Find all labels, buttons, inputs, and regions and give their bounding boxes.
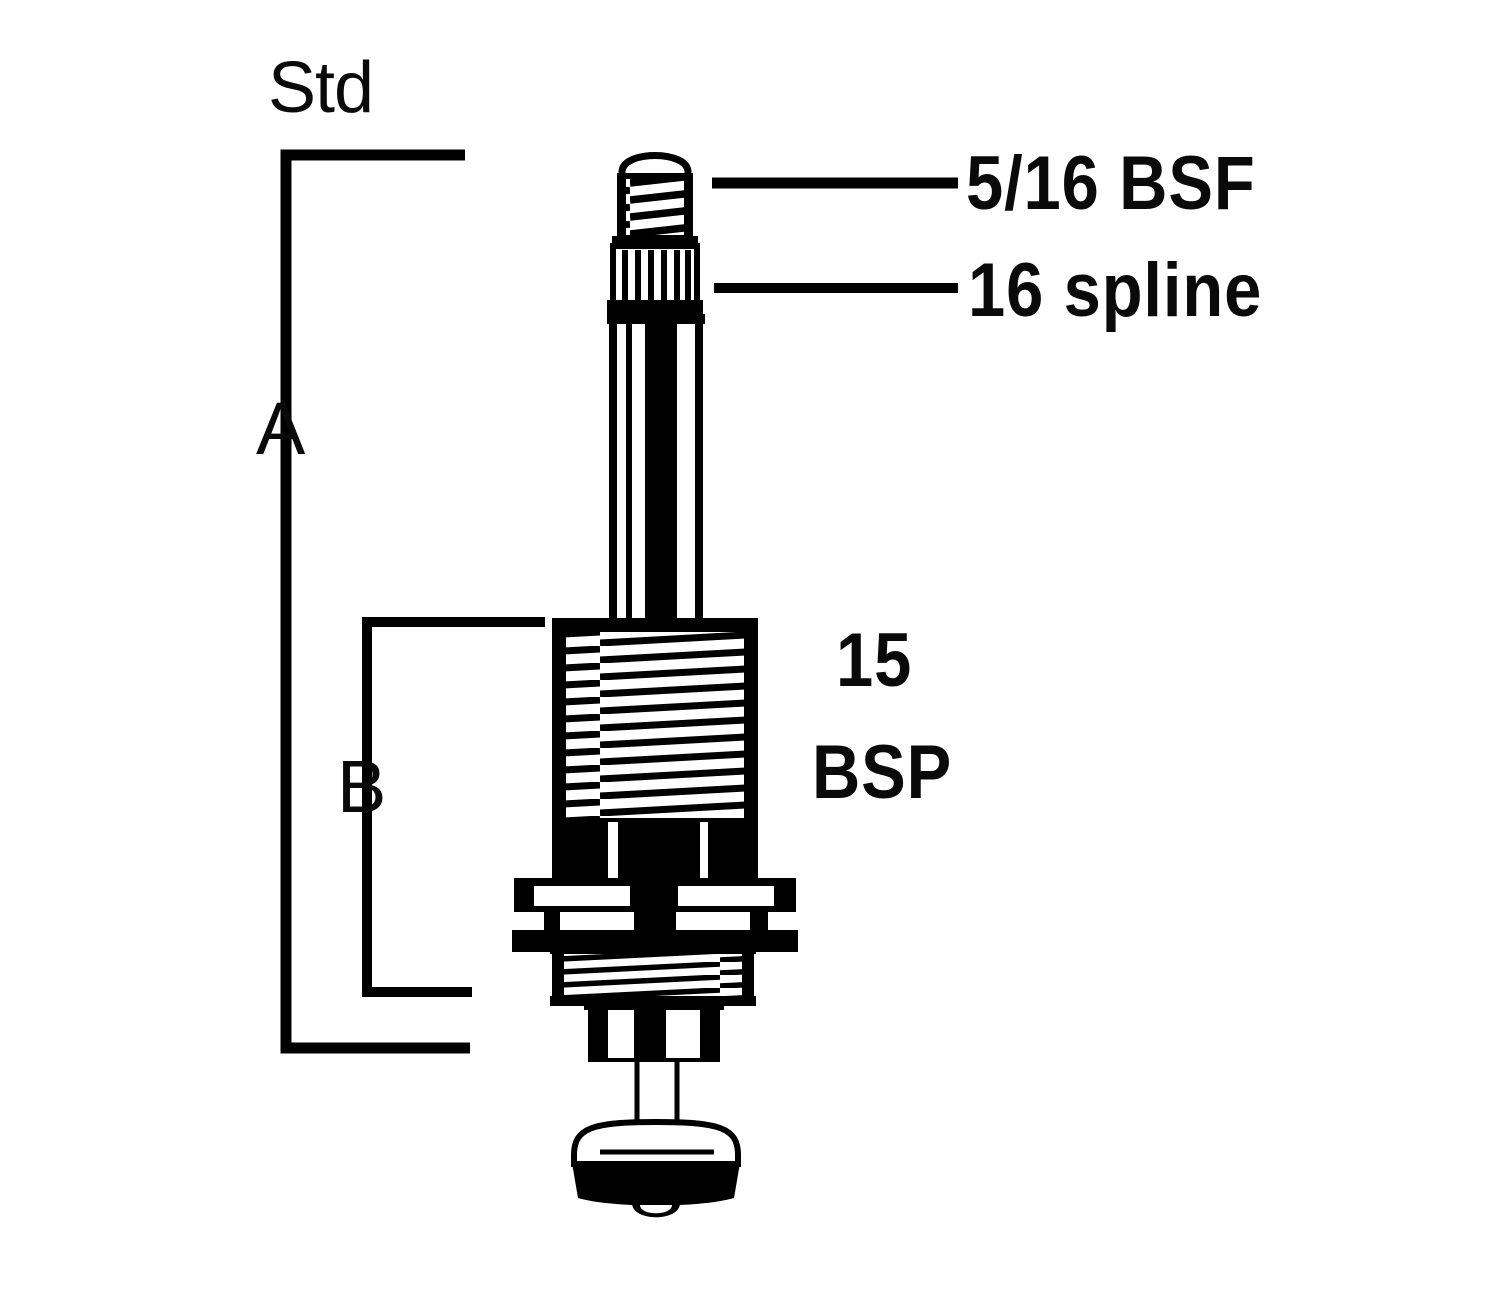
spindle-stem — [607, 314, 705, 621]
dimension-bracket-a — [280, 149, 470, 1054]
dimension-label-b: B — [337, 745, 387, 828]
dimension-label-a: A — [256, 387, 306, 470]
hex-nut — [552, 818, 758, 884]
top-thread-stud — [612, 152, 698, 248]
callout-top-thread: 5/16 BSF — [966, 141, 1256, 226]
spline-section — [607, 243, 703, 323]
dimension-label-std: Std — [268, 48, 374, 128]
jumper-washer — [571, 1118, 741, 1218]
callout-body-thread-size: 15 — [836, 618, 913, 703]
jumper-pin — [634, 1062, 680, 1128]
callout-spline: 16 spline — [968, 248, 1263, 333]
lower-thread-spigot — [550, 944, 756, 1006]
body-thread-15-bsp — [552, 618, 758, 820]
bottom-hex-boss — [584, 1002, 724, 1062]
callout-body-thread-standard: BSP — [812, 730, 953, 815]
dimension-bracket-b — [362, 617, 545, 997]
